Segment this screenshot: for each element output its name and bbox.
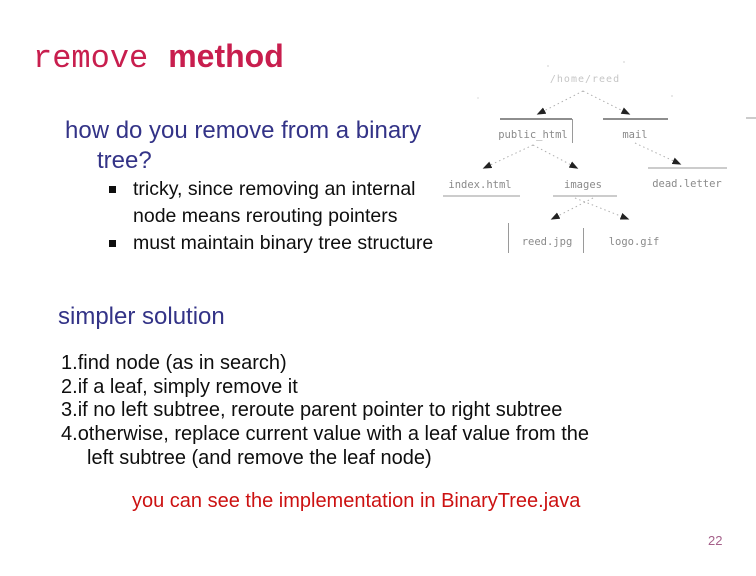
speckle: [477, 97, 479, 99]
speckle: [623, 61, 625, 63]
step-number: 2.: [61, 375, 78, 398]
bullet-text: must maintain binary tree structure: [133, 232, 434, 254]
edge-images-left: [550, 197, 594, 220]
step-number: 3.: [61, 399, 78, 422]
speckle: [671, 95, 673, 97]
step-item: 3.if no left subtree, reroute parent poi…: [61, 399, 606, 423]
edge-left-rightchild: [532, 144, 579, 169]
square-bullet-icon: [109, 186, 116, 193]
title-keyword: remove: [33, 40, 149, 77]
edge-right-child: [634, 142, 682, 165]
edge-images-right: [574, 197, 630, 220]
tree-node-mail: mail: [622, 129, 647, 141]
step-text: find node (as in search): [77, 352, 287, 374]
footer-note: you can see the implementation in Binary…: [132, 490, 581, 512]
question-heading: how do you remove from a binary tree?: [65, 117, 422, 174]
tree-node-public-html: public_html: [498, 129, 568, 141]
step-item: 1.find node (as in search): [61, 352, 606, 376]
bullet-list: tricky, since removing an internal node …: [108, 176, 453, 257]
bullet-item: tricky, since removing an internal node …: [108, 176, 453, 230]
step-number: 4.: [61, 423, 78, 446]
step-item: 4.otherwise, replace current value with …: [61, 423, 606, 470]
step-text: if no left subtree, reroute parent point…: [77, 399, 563, 422]
step-text: otherwise, replace current value with a …: [77, 423, 590, 469]
subheading: simpler solution: [58, 303, 225, 330]
tree-node-index-html: index.html: [448, 179, 511, 191]
tree-node-dead-letter: dead.letter: [652, 178, 722, 190]
edge-left-leftchild: [482, 144, 534, 169]
steps-list: 1.find node (as in search) 2.if a leaf, …: [61, 352, 606, 471]
tree-node-reed-jpg: reed.jpg: [522, 236, 573, 248]
bullet-text: tricky, since removing an internal node …: [133, 178, 416, 227]
page-number: 22: [708, 533, 723, 548]
step-item: 2.if a leaf, simply remove it: [61, 376, 606, 400]
edge-root-left: [536, 90, 584, 115]
slide-title: remove method: [33, 36, 284, 83]
tree-node-images: images: [564, 179, 602, 191]
step-number: 1.: [61, 352, 78, 374]
step-text: if a leaf, simply remove it: [77, 375, 298, 398]
tree-node-logo-gif: logo.gif: [609, 236, 660, 248]
bullet-item: must maintain binary tree structure: [108, 230, 453, 257]
tree-node-root: /home/reed: [550, 74, 620, 85]
edge-root-right: [582, 90, 631, 115]
file-tree-diagram: /home/reed public_html mail index.html i…: [443, 61, 756, 253]
title-suffix: method: [168, 38, 284, 74]
speckle: [547, 65, 549, 67]
square-bullet-icon: [109, 240, 116, 247]
